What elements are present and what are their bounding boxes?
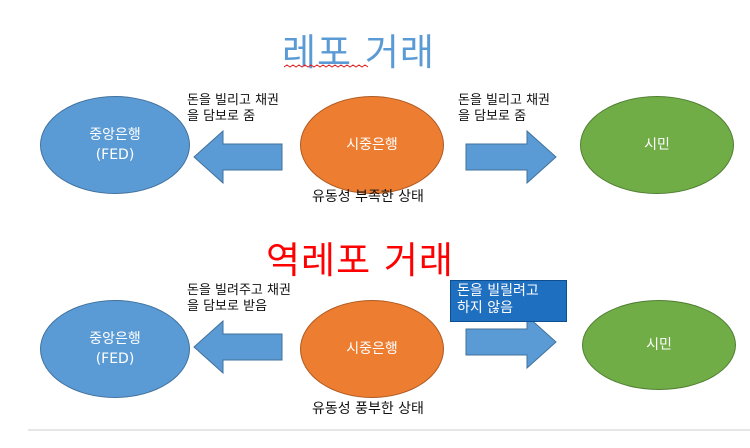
central-bank-label: 중앙은행 — [89, 127, 141, 143]
no-borrowing-callout: 돈을 빌릴려고 하지 않음 — [450, 280, 567, 322]
repo-caption: 유동성 부족한 상태 — [312, 189, 424, 205]
reverse-repo-title: 역레포 거래 — [266, 239, 454, 282]
right-arrow — [465, 130, 557, 184]
commercial-bank-node: 시중은행 — [300, 96, 444, 194]
reverse-repo-left-note: 돈을 빌려주고 채권 을 담보로 받음 — [187, 283, 291, 314]
central-bank-node-2: 중앙은행 (FED) — [40, 300, 190, 398]
bottom-divider — [28, 429, 750, 431]
repo-left-note: 돈을 빌리고 채권 을 담보로 줌 — [187, 93, 279, 124]
commercial-bank-label: 시중은행 — [346, 137, 398, 153]
citizen-node-2: 시민 — [582, 300, 736, 390]
citizen-label: 시민 — [644, 137, 670, 153]
left-arrow — [193, 130, 283, 184]
repo-right-note: 돈을 빌리고 채권 을 담보로 줌 — [458, 93, 550, 124]
central-bank-node: 중앙은행 (FED) — [40, 96, 190, 194]
left-arrow-2 — [193, 320, 283, 374]
central-bank-sublabel: (FED) — [95, 147, 135, 163]
commercial-bank-node-2: 시중은행 — [300, 300, 444, 398]
commercial-bank-label-2: 시중은행 — [346, 341, 398, 357]
spellcheck-squiggle — [284, 64, 368, 68]
citizen-label-2: 시민 — [646, 337, 672, 353]
central-bank-label-2: 중앙은행 — [89, 331, 141, 347]
central-bank-sublabel-2: (FED) — [95, 351, 135, 367]
right-arrow-2 — [465, 315, 557, 369]
reverse-repo-caption: 유동성 풍부한 상태 — [312, 401, 424, 417]
citizen-node: 시민 — [580, 96, 734, 194]
